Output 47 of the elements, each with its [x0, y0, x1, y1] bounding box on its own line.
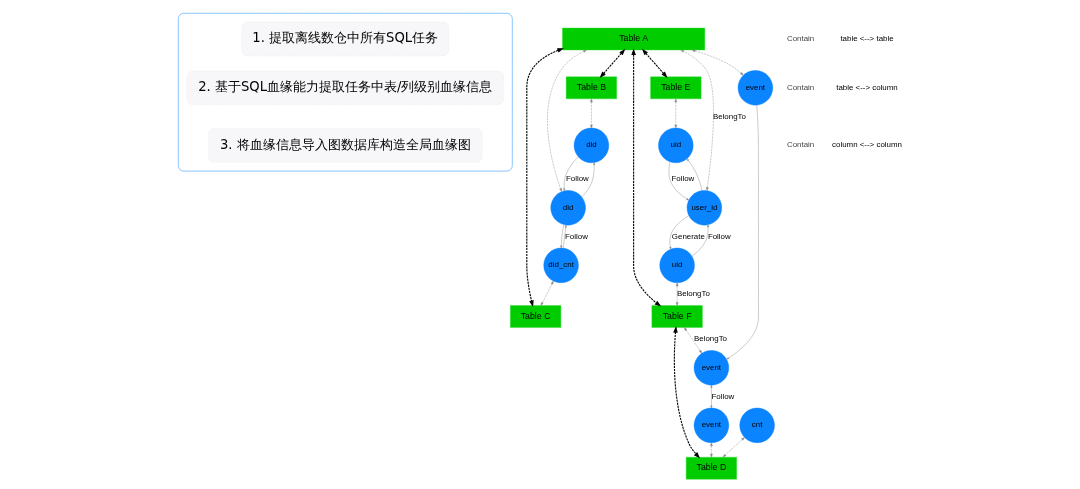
arrow — [581, 162, 596, 198]
arrow — [691, 49, 744, 76]
edge-label: BelongTo — [676, 289, 710, 299]
arrow — [680, 49, 714, 191]
node-circle: did — [573, 127, 609, 163]
edge-label: Generate — [671, 231, 705, 241]
edge-label: Follow — [711, 391, 735, 401]
legend-label: table <--> table — [840, 33, 894, 43]
arrow — [691, 224, 710, 257]
legend-label: table <--> column — [836, 82, 898, 92]
arrow — [669, 215, 689, 250]
node-box: Table F — [651, 305, 703, 328]
edge-label: BelongTo — [712, 111, 746, 121]
edge-label: Follow — [565, 231, 588, 241]
node-box: Table C — [510, 305, 562, 328]
arrow — [710, 442, 713, 458]
arrow — [560, 224, 564, 249]
arrow — [563, 156, 579, 191]
arrow — [668, 161, 689, 201]
arrow — [540, 280, 554, 306]
label: Contain — [787, 82, 815, 92]
arrow — [684, 327, 702, 354]
arrow — [547, 49, 587, 192]
arrow — [686, 158, 703, 191]
arrow — [673, 326, 701, 459]
edge-label: Follow — [671, 173, 695, 183]
node-box: Table D — [685, 457, 737, 480]
arrow — [726, 105, 759, 360]
cluster — [177, 13, 513, 172]
arrow — [526, 48, 564, 308]
legend-label: column <--> column — [832, 140, 902, 150]
arrow — [641, 48, 668, 79]
node-box: Table E — [650, 76, 702, 99]
edge-label: BelongTo — [694, 333, 728, 343]
edge-label: Follow — [565, 173, 589, 183]
arrow — [710, 385, 713, 409]
arrow — [599, 48, 626, 78]
arrow — [631, 48, 662, 307]
label: Contain — [787, 140, 815, 150]
label: Contain — [787, 33, 815, 43]
arrow — [590, 98, 593, 129]
edge-label: Follow — [707, 231, 731, 241]
arrow — [674, 98, 678, 129]
arrow — [722, 437, 745, 458]
arrow — [562, 224, 567, 249]
arrow — [675, 282, 679, 306]
node-box: Table B — [565, 76, 617, 99]
